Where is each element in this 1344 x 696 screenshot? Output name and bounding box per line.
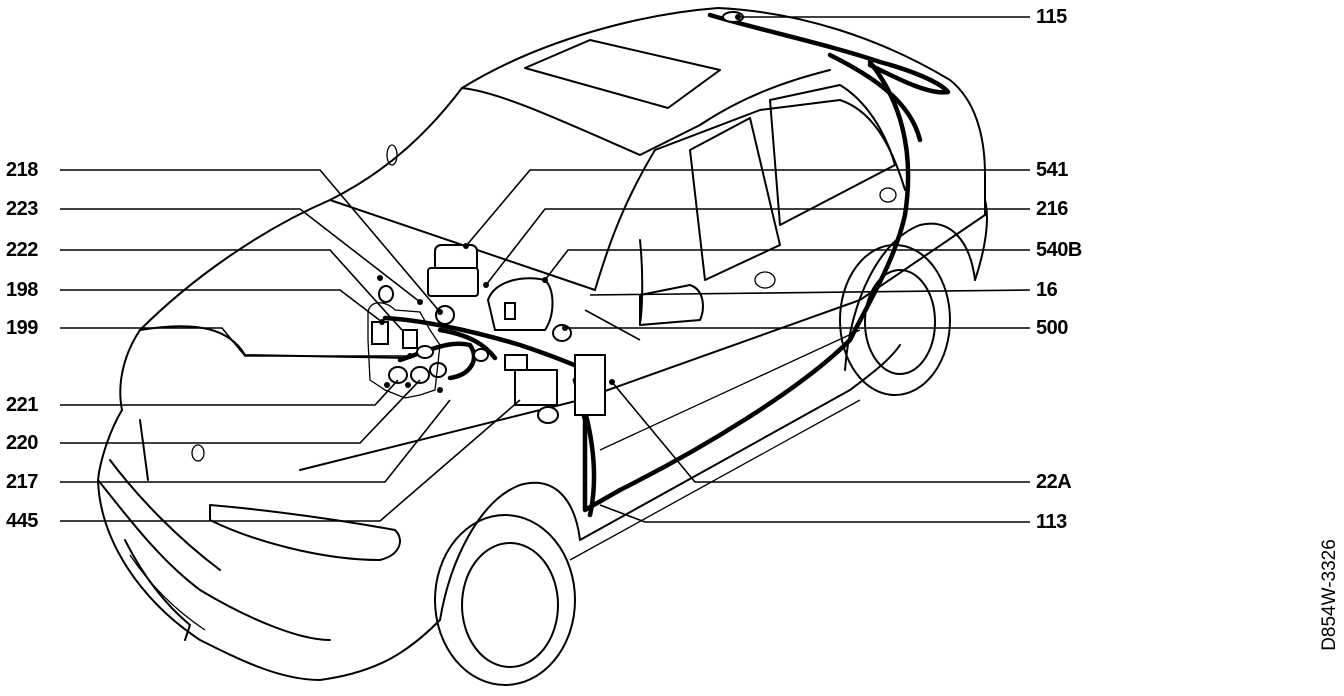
component-540b [486, 277, 554, 331]
connector-dots [377, 14, 741, 393]
callout-500: 500 [1036, 317, 1068, 339]
figure-code: D854W-3326 [1316, 500, 1344, 690]
callout-216: 216 [1036, 198, 1068, 220]
figure-code-text: D854W-3326 [1319, 539, 1340, 651]
callout-445: 445 [6, 510, 38, 532]
callout-221: 221 [6, 394, 38, 416]
callout-16: 16 [1036, 279, 1058, 301]
callout-115: 115 [1036, 6, 1067, 28]
car-body-outline [97, 7, 988, 686]
component-445 [514, 369, 558, 406]
callout-217: 217 [6, 471, 38, 493]
callout-113: 113 [1036, 511, 1067, 533]
callout-22a: 22A [1036, 471, 1072, 493]
callout-218: 218 [6, 159, 38, 181]
callout-199: 199 [6, 317, 38, 339]
leader-lines [60, 16, 1031, 523]
callout-223: 223 [6, 198, 38, 220]
callout-222: 222 [6, 239, 38, 261]
components [367, 11, 744, 424]
callout-198: 198 [6, 279, 38, 301]
component-22a [574, 354, 606, 416]
callout-220: 220 [6, 432, 38, 454]
callout-541: 541 [1036, 159, 1068, 181]
callout-540b: 540B [1036, 239, 1082, 261]
wiring-harness [382, 12, 951, 518]
